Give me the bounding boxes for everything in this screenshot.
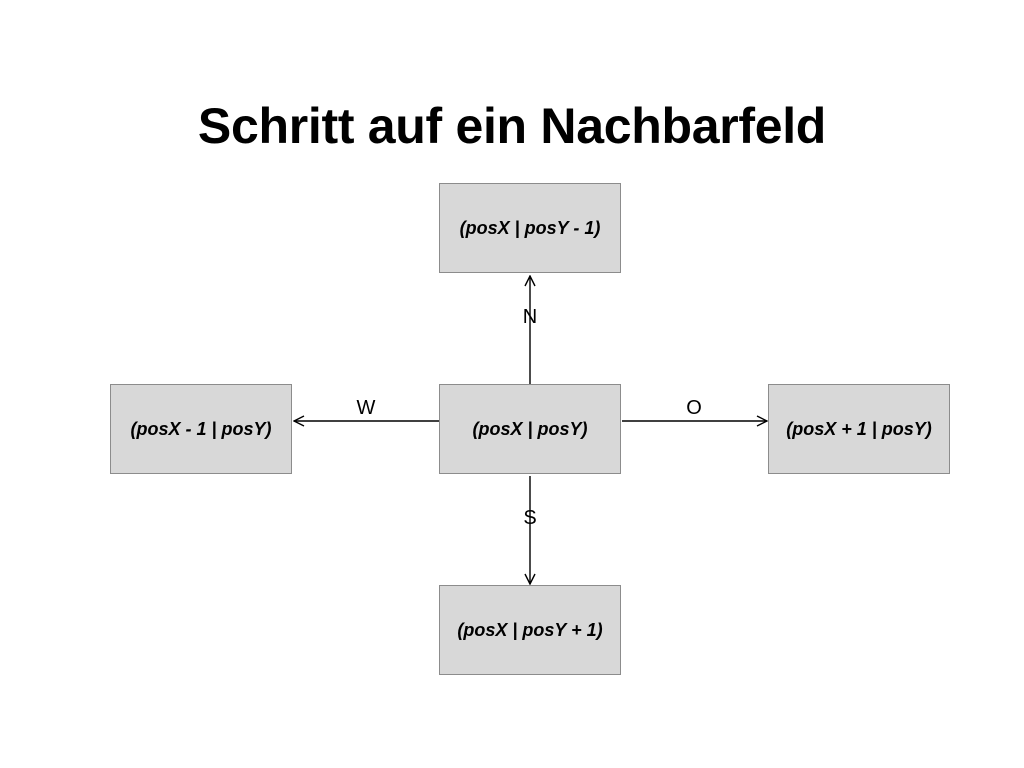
direction-label-north: N bbox=[522, 306, 538, 328]
box-west-label: (posX - 1 | posY) bbox=[130, 419, 272, 439]
box-west: (posX - 1 | posY) bbox=[110, 384, 292, 474]
box-east-label: (posX + 1 | posY) bbox=[786, 419, 932, 439]
box-east: (posX + 1 | posY) bbox=[768, 384, 950, 474]
direction-label-east: O bbox=[686, 397, 702, 419]
box-center-label: (posX | posY) bbox=[472, 419, 588, 439]
box-north: (posX | posY - 1) bbox=[439, 183, 621, 273]
page-title: Schritt auf ein Nachbarfeld bbox=[197, 98, 827, 154]
direction-label-west: W bbox=[356, 397, 376, 419]
box-north-label: (posX | posY - 1) bbox=[459, 218, 601, 238]
direction-label-south: S bbox=[523, 507, 537, 529]
box-south-label: (posX | posY + 1) bbox=[457, 620, 603, 640]
box-center: (posX | posY) bbox=[439, 384, 621, 474]
box-south: (posX | posY + 1) bbox=[439, 585, 621, 675]
